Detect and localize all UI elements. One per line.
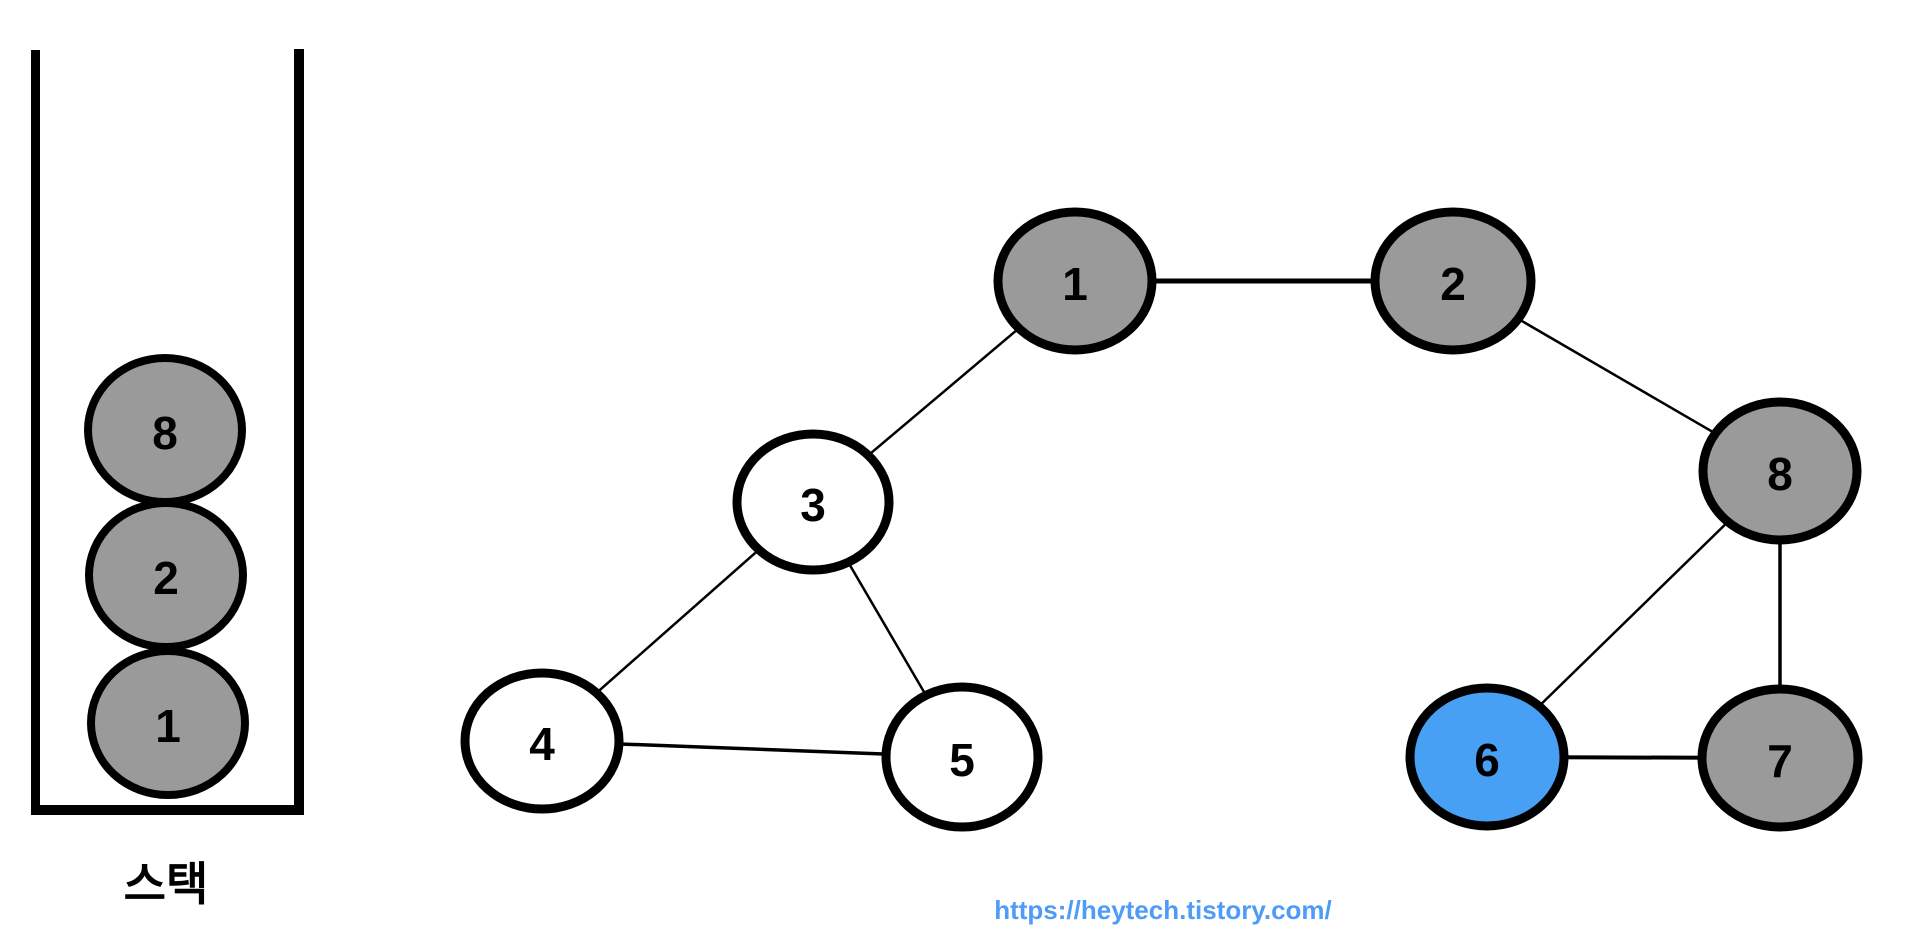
graph-node-circle <box>881 682 1043 832</box>
site-url-link[interactable]: https://heytech.tistory.com/ <box>994 895 1332 925</box>
stack-item: 8 <box>84 354 246 506</box>
graph-node-circle <box>1698 397 1862 545</box>
graph-nodes: 1 2 3 4 5 6 7 <box>460 207 1863 832</box>
graph-node-circle <box>460 668 624 814</box>
graph-node-8: 8 <box>1698 397 1862 545</box>
graph-node-circle <box>1370 207 1536 355</box>
graph-node-label: 6 <box>1474 734 1500 786</box>
graph-node-1: 1 <box>993 207 1157 355</box>
graph-node-circle <box>1405 683 1569 831</box>
stack-item: 2 <box>85 499 247 651</box>
graph-node-label: 2 <box>1440 258 1466 310</box>
graph-node-label: 7 <box>1767 735 1793 787</box>
stack-item: 1 <box>87 647 249 799</box>
stack-container: 8 2 1 스택 <box>31 49 304 910</box>
graph-node-6-current: 6 <box>1405 683 1569 831</box>
graph-node-circle <box>1697 684 1863 832</box>
stack-item-label: 1 <box>155 700 181 752</box>
stack-wall-right <box>294 49 304 815</box>
graph-node-5: 5 <box>881 682 1043 832</box>
graph-node-7: 7 <box>1697 684 1863 832</box>
stack-item-circle <box>87 647 249 799</box>
graph-node-2: 2 <box>1370 207 1536 355</box>
graph-node-circle <box>993 207 1157 355</box>
graph-node-label: 3 <box>800 479 826 531</box>
graph-node-label: 5 <box>949 734 975 786</box>
stack-item-label: 8 <box>152 407 178 459</box>
graph-node-label: 1 <box>1062 258 1088 310</box>
stack-item-label: 2 <box>153 552 179 604</box>
graph-node-3: 3 <box>732 429 894 575</box>
graph-node-circle <box>732 429 894 575</box>
graph-node-label: 8 <box>1767 448 1793 500</box>
stack-wall-left <box>31 50 40 815</box>
stack-title: 스택 <box>124 858 209 910</box>
graph-node-4: 4 <box>460 668 624 814</box>
stack-wall-bottom <box>31 805 304 815</box>
graph-edges <box>541 278 1782 760</box>
graph-node-label: 4 <box>529 718 555 770</box>
stack-item-circle <box>85 499 247 651</box>
